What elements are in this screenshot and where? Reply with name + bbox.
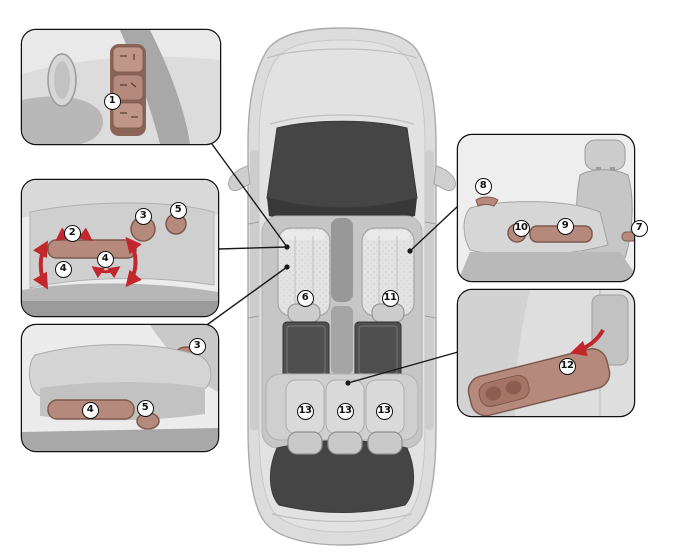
leader-inset4: [409, 205, 459, 252]
callout-6: 6: [296, 289, 314, 307]
inset-power-seat-switch: [20, 178, 220, 318]
arrow-armrest-fold: [570, 328, 605, 357]
leader-inset1: [208, 139, 288, 248]
callout-9: 9: [556, 217, 574, 235]
floor-mat-left: [282, 321, 330, 379]
leader-inset5: [347, 351, 459, 384]
callout-7: 7: [630, 219, 648, 237]
rear-lever: [621, 231, 634, 242]
leader-lines: [203, 139, 459, 386]
callout-13c: 13: [375, 402, 393, 420]
callout-4c: 4: [81, 401, 99, 419]
front-headrest-left: [287, 303, 321, 323]
front-headrest-right: [371, 303, 405, 323]
hood-cowl-line: [269, 114, 415, 125]
center-tunnel: [331, 306, 353, 374]
headrest-side: [584, 139, 626, 171]
door-armrest: [22, 96, 104, 144]
callout-3b: 3: [188, 337, 206, 355]
callout-5a: 5: [169, 201, 187, 219]
front-bumper-line: [266, 48, 418, 59]
seat-base-side: [458, 252, 634, 281]
shoulder-lever: [475, 196, 499, 207]
callout-10: 10: [512, 219, 530, 237]
seat-rail-base: [22, 301, 218, 316]
front-seat-right: [361, 227, 415, 323]
memory-button-glyphs: [120, 54, 138, 118]
door-pull-recess: [54, 61, 70, 99]
arrow-height-right: [125, 236, 142, 288]
slide-switch-bar: [47, 239, 137, 259]
side-mirror-right: [433, 165, 456, 191]
callout-12: 12: [558, 357, 576, 375]
callout-4b: 4: [96, 250, 114, 268]
leader-dot-4: [345, 380, 351, 386]
trunk-line: [271, 513, 413, 523]
leader-dot-2: [284, 264, 290, 270]
memory-switch-bank: [110, 44, 146, 136]
callout-13b: 13: [336, 402, 354, 420]
armrest-slot: [591, 294, 629, 366]
callout-1: 1: [103, 92, 121, 110]
side-mirror-left: [228, 165, 251, 191]
inset-memory-switch: [20, 28, 222, 146]
cupholder-1: [485, 386, 502, 401]
windshield-glass: [266, 120, 418, 209]
leader-inset3: [203, 266, 288, 328]
callout-3a: 3: [134, 207, 152, 225]
leader-dot-3: [407, 248, 413, 254]
front-seat-left: [277, 227, 331, 323]
side-shade-right: [425, 150, 434, 430]
rear-headrest-left: [287, 431, 323, 455]
seat-rail-bottom: [22, 428, 218, 451]
inset-seat-side: [456, 133, 636, 283]
memory-button-bottom: [112, 102, 144, 129]
memory-button-middle: [112, 74, 144, 101]
callout-4a: 4: [54, 260, 72, 278]
inset-manual-seat: [20, 323, 220, 453]
rear-headrest-center: [327, 431, 363, 455]
inset-rear-armrest: [456, 288, 636, 418]
car-top-view: [228, 27, 456, 546]
callout-11: 11: [381, 289, 399, 307]
memory-button-top: [112, 46, 144, 73]
door-seam-lines: [247, 221, 437, 319]
cupholder-2: [505, 380, 522, 395]
arrow-tilt: [91, 266, 121, 279]
arrow-height-left: [33, 240, 49, 290]
callout-8: 8: [474, 177, 492, 195]
callout-2: 2: [63, 224, 81, 242]
rear-headrest-right: [367, 431, 403, 455]
adjustment-arrows: [33, 227, 142, 290]
center-console: [331, 218, 353, 302]
leader-dot-1: [284, 244, 290, 250]
callout-13a: 13: [296, 402, 314, 420]
callout-5b: 5: [136, 399, 154, 417]
leader-inset2: [217, 246, 288, 250]
